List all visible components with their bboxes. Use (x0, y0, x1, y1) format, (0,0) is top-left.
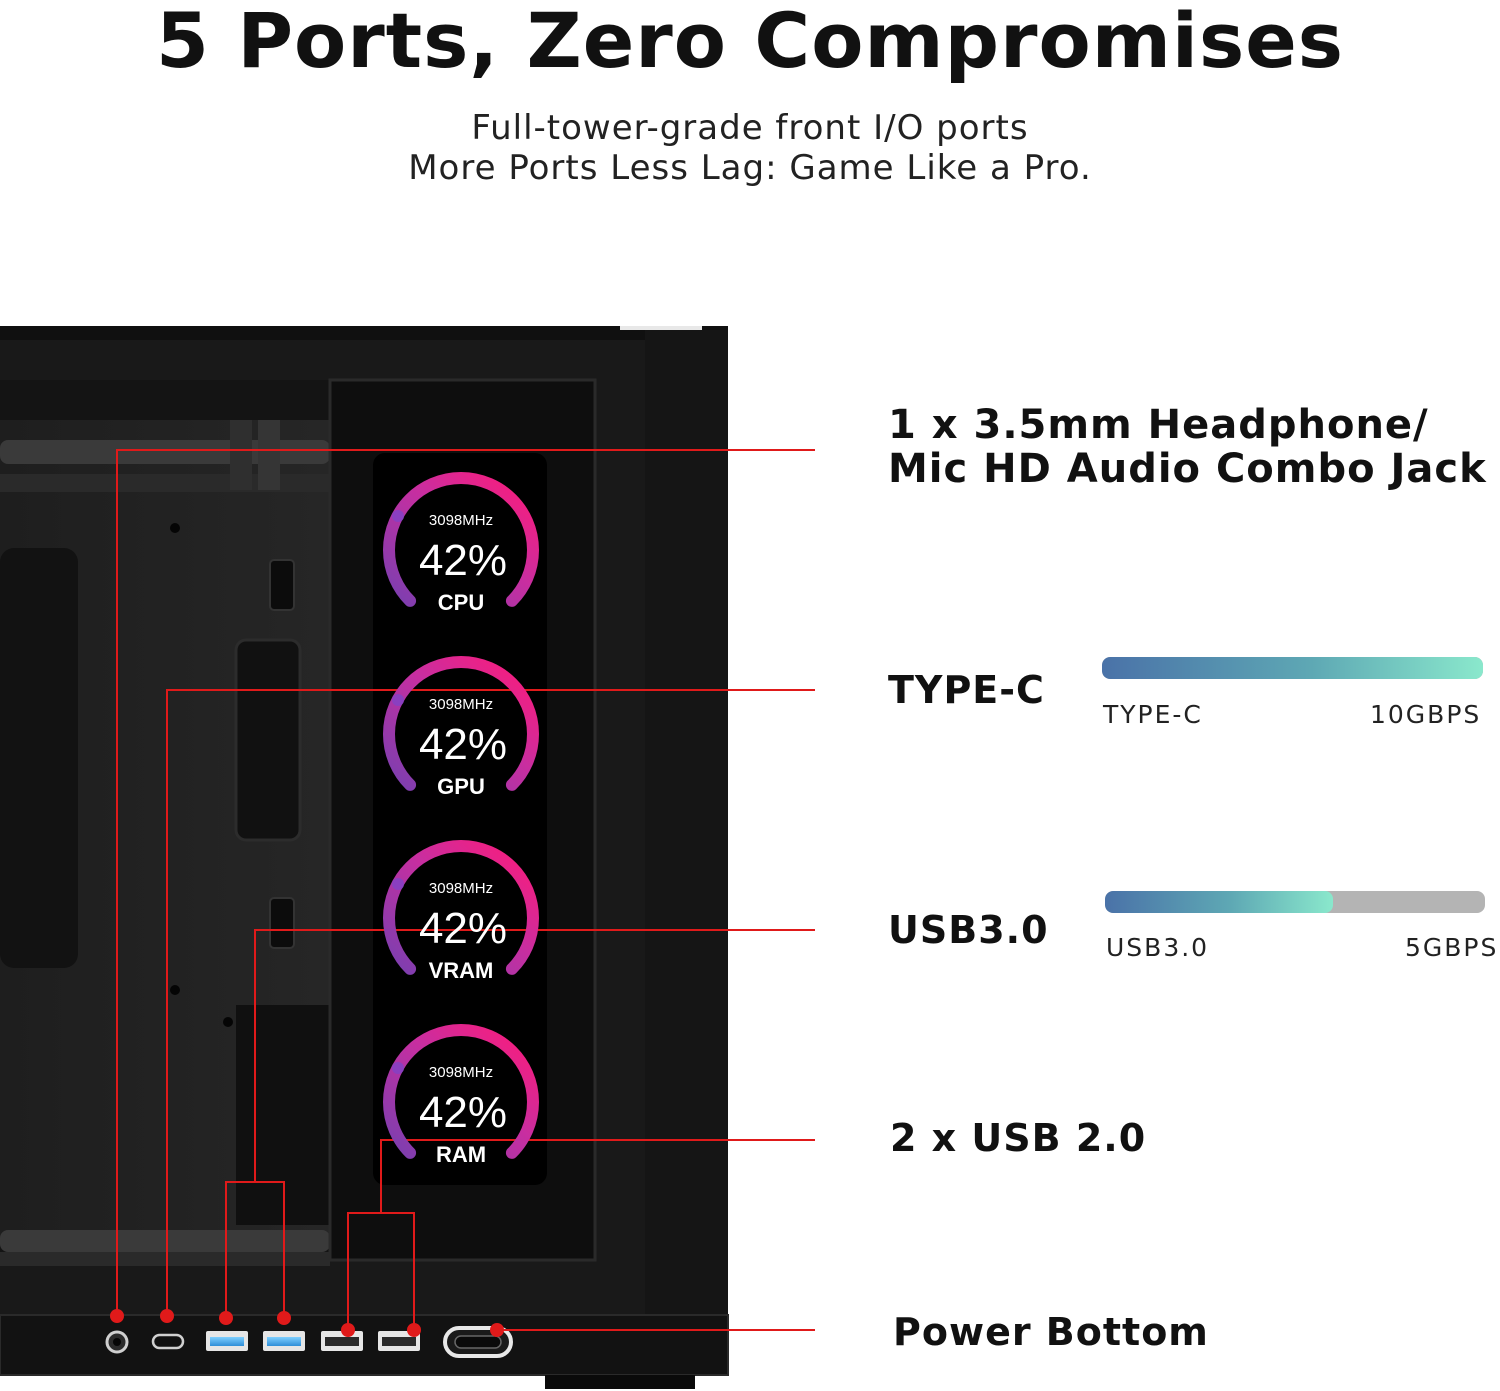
typec-label: TYPE-C (888, 668, 1045, 712)
gauge-arc (383, 472, 539, 607)
usb3-label: USB3.0 (888, 908, 1049, 952)
typec-speed-fill (1102, 657, 1483, 679)
audio-label-line-1: 1 x 3.5mm Headphone/ (888, 402, 1429, 448)
gauge-dot (392, 510, 404, 522)
leader-lines (116, 449, 815, 1332)
cable-cutout (0, 548, 78, 968)
gauge-dot (392, 694, 404, 706)
typec-bar-label: TYPE-C (1103, 700, 1203, 729)
gauge-dot (392, 1062, 404, 1074)
gauge-gpu: 3098MHz 42% GPU (383, 656, 539, 799)
leader-dots (110, 1309, 504, 1337)
usb3-port-icon (263, 1331, 305, 1351)
usb2-label: 2 x USB 2.0 (890, 1116, 1147, 1160)
monitor-screen (373, 453, 547, 1185)
gauge-name: RAM (436, 1142, 486, 1167)
gauge-name: VRAM (429, 958, 494, 983)
gauge-ram: 3098MHz 42% RAM (383, 1024, 539, 1167)
gauge-name: GPU (437, 774, 485, 799)
monitor-gauges: 3098MHz 42% CPU 3098MHz 42% GPU 3098MHz 42% VRAM… (383, 472, 539, 1167)
gauge-name: CPU (438, 590, 484, 615)
usb3-port-icon (206, 1331, 248, 1351)
gauge-frequency: 3098MHz (429, 696, 493, 713)
usb-c-port-icon (151, 1333, 185, 1350)
leader-usb2 (380, 1139, 815, 1213)
typec-bar-value: 10GBPS (1370, 700, 1482, 729)
power-label: Power Bottom (893, 1310, 1209, 1354)
case-side-panel (645, 330, 728, 1315)
usb3-bar-value: 5GBPS (1405, 933, 1499, 962)
gauge-cpu: 3098MHz 42% CPU (383, 472, 539, 615)
gauge-frequency: 3098MHz (429, 1064, 493, 1081)
gauge-frequency: 3098MHz (429, 880, 493, 897)
gauge-arc (383, 1024, 539, 1159)
subtitle-line-2: More Ports Less Lag: Game Like a Pro. (408, 148, 1092, 188)
usb2-port-icon (378, 1331, 420, 1351)
gauge-percent: 42% (419, 904, 507, 953)
gauge-vram: 3098MHz 42% VRAM (383, 840, 539, 983)
case-top-edge (620, 326, 702, 330)
top-fan-frame (0, 440, 330, 464)
gauge-frequency: 3098MHz (429, 512, 493, 529)
audio-label-line-2: Mic HD Audio Combo Jack (888, 446, 1487, 492)
gauge-percent: 42% (419, 536, 507, 585)
leader-audio (116, 449, 815, 1318)
usb2-port-icon (321, 1331, 363, 1351)
subtitle-line-1: Full-tower-grade front I/O ports (471, 108, 1029, 148)
audio-jack-icon (105, 1330, 129, 1354)
usb3-speed-bar (1105, 891, 1485, 913)
gauge-arc (383, 840, 539, 975)
leader-usb3 (254, 929, 815, 1182)
gauge-percent: 42% (419, 1088, 507, 1137)
leader-typec (166, 689, 815, 1318)
gauge-percent: 42% (419, 720, 507, 769)
gauge-dot (392, 878, 404, 890)
gauge-arc (383, 656, 539, 791)
bottom-fan-frame (0, 1230, 330, 1252)
case-foot (545, 1375, 695, 1389)
usb3-speed-fill (1105, 891, 1333, 913)
typec-speed-bar (1102, 657, 1483, 679)
usb3-bar-label: USB3.0 (1106, 933, 1210, 962)
page-title: 5 Ports, Zero Compromises (156, 0, 1344, 85)
